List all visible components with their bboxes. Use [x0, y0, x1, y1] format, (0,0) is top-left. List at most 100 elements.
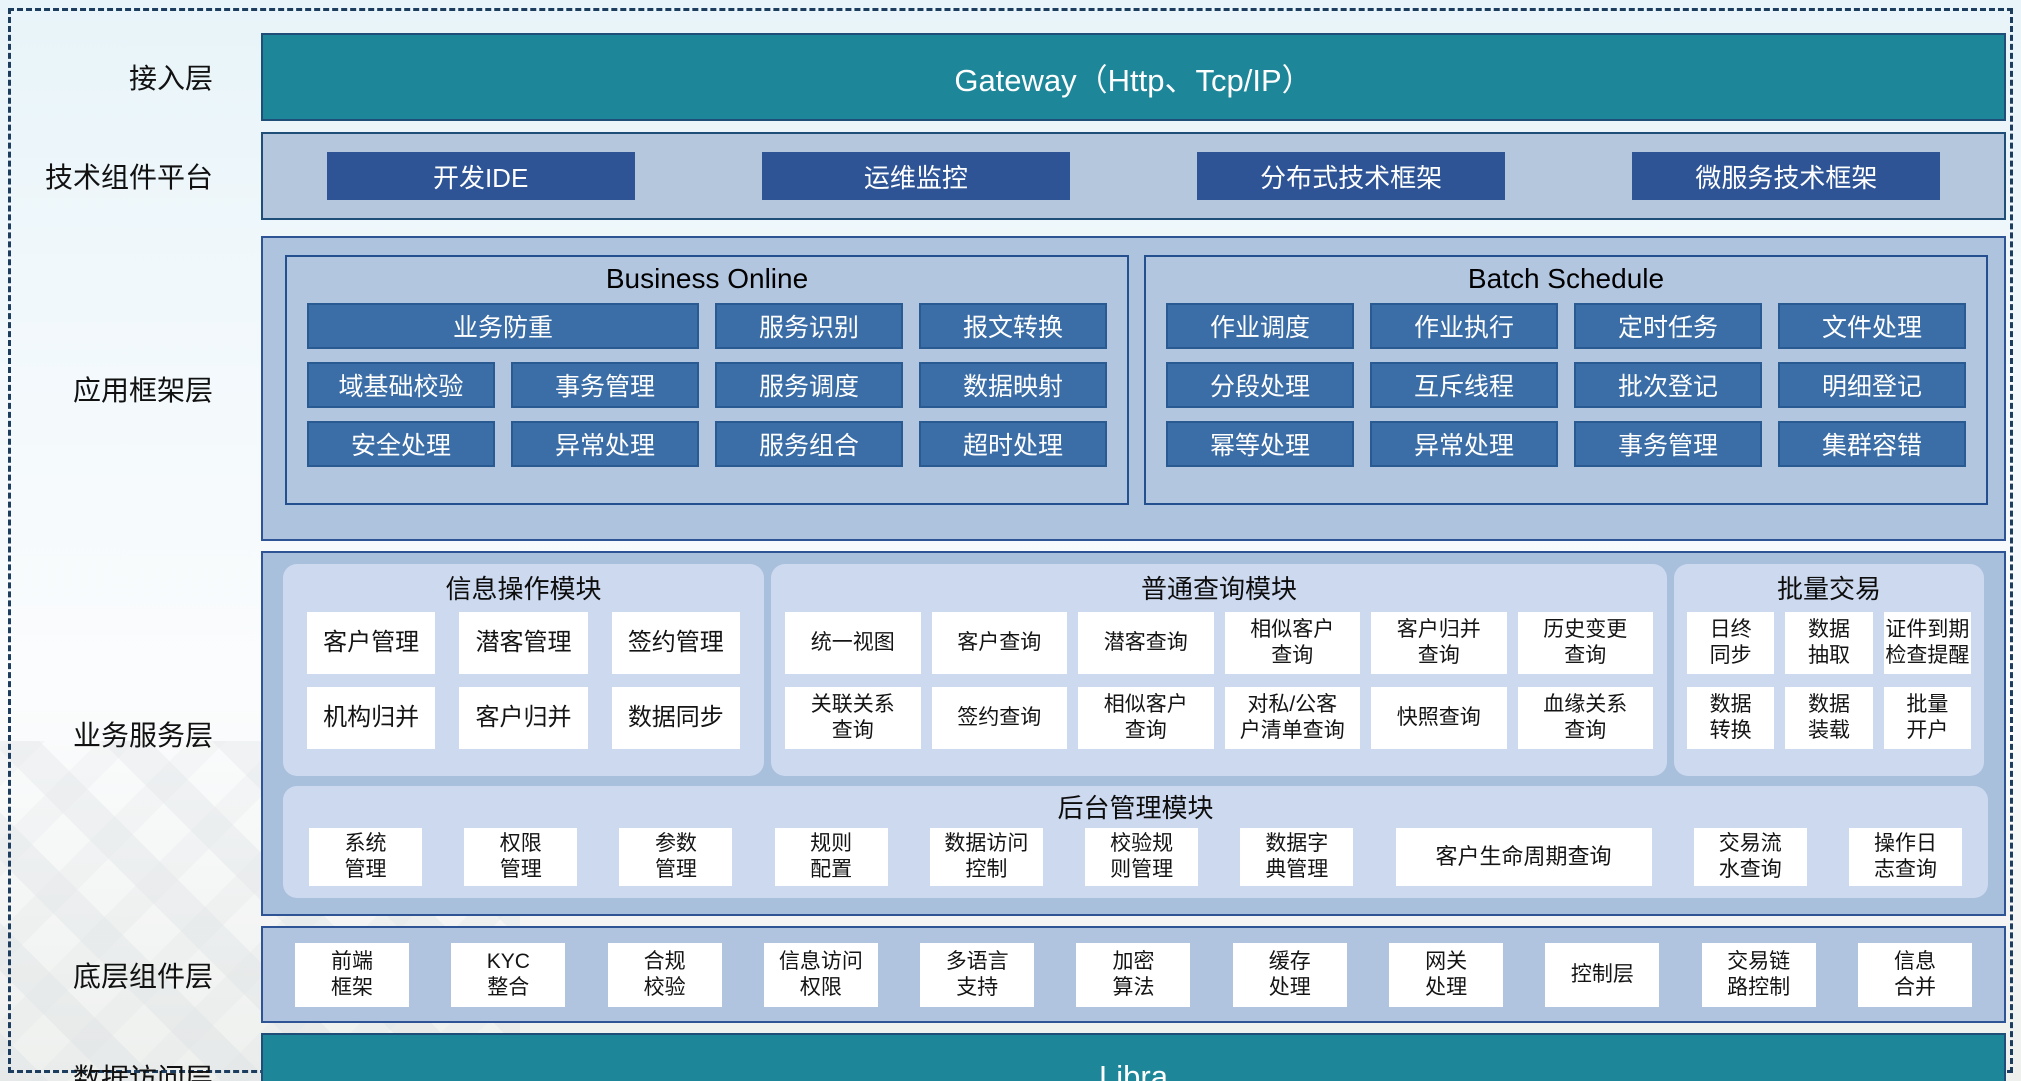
service-tile: 证件到期 检查提醒: [1883, 612, 1971, 674]
service-tile: 快照查询: [1371, 687, 1507, 749]
service-tile: 规则 配置: [774, 828, 888, 886]
info-operation-module: 信息操作模块 客户管理潜客管理签约管理机构归并客户归并数据同步: [283, 564, 764, 776]
service-tile: 数据同步: [611, 687, 740, 749]
admin-module: 后台管理模块 系统 管理权限 管理参数 管理规则 配置数据访问 控制校验规 则管…: [283, 786, 1988, 898]
service-tile: 权限 管理: [464, 828, 578, 886]
service-tile: 日终 同步: [1687, 612, 1775, 674]
layer-rows: 接入层 Gateway（Http、Tcp/IP） 技术组件平台 开发IDE 运维监…: [0, 33, 2006, 1081]
business-service-label: 业务服务层: [72, 719, 213, 751]
batch-schedule-title: Batch Schedule: [1467, 263, 1665, 294]
component-tile: 多语言 支持: [920, 942, 1035, 1007]
business-service-content: 信息操作模块 客户管理潜客管理签约管理机构归并客户归并数据同步 普通查询模块 统…: [261, 551, 2006, 916]
common-query-title: 普通查询模块: [1140, 573, 1297, 604]
batch-schedule-panel: Batch Schedule 作业调度作业执行定时任务文件处理分段处理互斥线程批…: [1144, 255, 1988, 505]
component-tile: 加密 算法: [1076, 942, 1191, 1007]
app-framework-content: Business Online 业务防重服务识别报文转换域基础校验事务管理服务调…: [261, 236, 2006, 541]
component-tile: 前端 框架: [295, 942, 409, 1007]
framework-tile: 服务识别: [715, 303, 903, 349]
service-tile: 机构归并: [307, 687, 436, 749]
component-tile: 控制层: [1545, 942, 1660, 1007]
framework-tile: 批次登记: [1574, 362, 1762, 408]
framework-tile: 互斥线程: [1370, 362, 1558, 408]
framework-tile: 域基础校验: [307, 362, 495, 408]
framework-tile: 文件处理: [1778, 303, 1966, 349]
component-tile: 网关 处理: [1389, 942, 1504, 1007]
data-access-content: Libra: [261, 1033, 2006, 1081]
service-tile: 参数 管理: [619, 828, 733, 886]
business-service-band: 信息操作模块 客户管理潜客管理签约管理机构归并客户归并数据同步 普通查询模块 统…: [261, 551, 2006, 916]
framework-tile: 数据映射: [919, 362, 1107, 408]
component-tile: 交易链 路控制: [1701, 942, 1816, 1007]
framework-tile: 集群容错: [1778, 421, 1966, 467]
component-tile: 信息访问 权限: [763, 942, 878, 1007]
business-service-row: 业务服务层 信息操作模块 客户管理潜客管理签约管理机构归并客户归并数据同步 普通…: [0, 551, 2006, 916]
framework-tile: 作业执行: [1370, 303, 1558, 349]
component-tile: 合规 校验: [607, 942, 722, 1007]
service-tile: 数据 转换: [1687, 687, 1775, 749]
framework-tile: 定时任务: [1574, 303, 1762, 349]
service-tile: 血缘关系 查询: [1517, 687, 1653, 749]
framework-tile: 分段处理: [1166, 362, 1354, 408]
framework-tile: 业务防重: [307, 303, 699, 349]
framework-tile: 服务调度: [715, 362, 903, 408]
service-tile: 潜客管理: [459, 612, 588, 674]
service-tile: 客户生命周期查询: [1395, 828, 1652, 886]
service-tile: 相似客户 查询: [1078, 687, 1214, 749]
common-query-tiles: 统一视图客户查询潜客查询相似客户 查询客户归并 查询历史变更 查询关联关系 查询…: [771, 610, 1667, 749]
service-tile: 批量 开户: [1883, 687, 1971, 749]
service-tile: 潜客查询: [1078, 612, 1214, 674]
business-online-title: Business Online: [605, 263, 809, 294]
framework-tile: 事务管理: [511, 362, 699, 408]
component-tile: 信息 合并: [1857, 942, 1972, 1007]
service-tile: 客户查询: [931, 612, 1067, 674]
service-tile: 对私/公客 户清单查询: [1224, 687, 1360, 749]
service-tile: 客户归并: [459, 687, 588, 749]
libra-bar: Libra: [261, 1033, 2006, 1081]
framework-tile: 安全处理: [307, 421, 495, 467]
service-tile: 历史变更 查询: [1517, 612, 1653, 674]
component-tile: 缓存 处理: [1232, 942, 1347, 1007]
framework-tile: 超时处理: [919, 421, 1107, 467]
service-tile: 数据 抽取: [1785, 612, 1873, 674]
service-tile: 关联关系 查询: [785, 687, 921, 749]
app-framework-band: Business Online 业务防重服务识别报文转换域基础校验事务管理服务调…: [261, 236, 2006, 541]
framework-tile: 报文转换: [919, 303, 1107, 349]
framework-tile: 异常处理: [511, 421, 699, 467]
framework-tile: 幂等处理: [1166, 421, 1354, 467]
tech-platform-label: 技术组件平台: [44, 162, 213, 193]
service-tile: 数据 装载: [1785, 687, 1873, 749]
info-operation-title: 信息操作模块: [445, 573, 602, 604]
service-tile: 系统 管理: [309, 828, 422, 886]
service-tile: 校验规 则管理: [1085, 828, 1199, 886]
service-tile: 交易流 水查询: [1693, 828, 1807, 886]
framework-tile: 事务管理: [1574, 421, 1762, 467]
base-components-label: 底层组件层: [72, 960, 213, 992]
framework-tile: 明细登记: [1778, 362, 1966, 408]
tech-platform-button: 开发IDE: [326, 152, 635, 200]
framework-tile: 异常处理: [1370, 421, 1558, 467]
data-access-row: 数据访问层 Libra: [0, 1033, 2006, 1081]
info-operation-tiles: 客户管理潜客管理签约管理机构归并客户归并数据同步: [283, 610, 764, 749]
gateway-bar: Gateway（Http、Tcp/IP）: [261, 33, 2006, 121]
service-tile: 操作日 志查询: [1848, 828, 1962, 886]
service-tile: 数据访问 控制: [929, 828, 1043, 886]
access-layer-label: 接入层: [128, 63, 213, 94]
common-query-module: 普通查询模块 统一视图客户查询潜客查询相似客户 查询客户归并 查询历史变更 查询…: [771, 564, 1667, 776]
service-tile: 统一视图: [785, 612, 921, 674]
batch-trade-title: 批量交易: [1776, 573, 1881, 604]
service-tile: 签约管理: [611, 612, 740, 674]
business-online-panel: Business Online 业务防重服务识别报文转换域基础校验事务管理服务调…: [285, 255, 1129, 505]
service-tile: 数据字 典管理: [1240, 828, 1354, 886]
tech-platform-button: 分布式技术框架: [1197, 152, 1506, 200]
business-online-tiles: 业务防重服务识别报文转换域基础校验事务管理服务调度数据映射安全处理异常处理服务组…: [287, 301, 1127, 467]
app-framework-label: 应用框架层: [72, 374, 213, 406]
tech-platform-button: 运维监控: [761, 152, 1070, 200]
admin-module-title: 后台管理模块: [1057, 792, 1214, 823]
business-service-modules: 信息操作模块 客户管理潜客管理签约管理机构归并客户归并数据同步 普通查询模块 统…: [283, 564, 1988, 776]
